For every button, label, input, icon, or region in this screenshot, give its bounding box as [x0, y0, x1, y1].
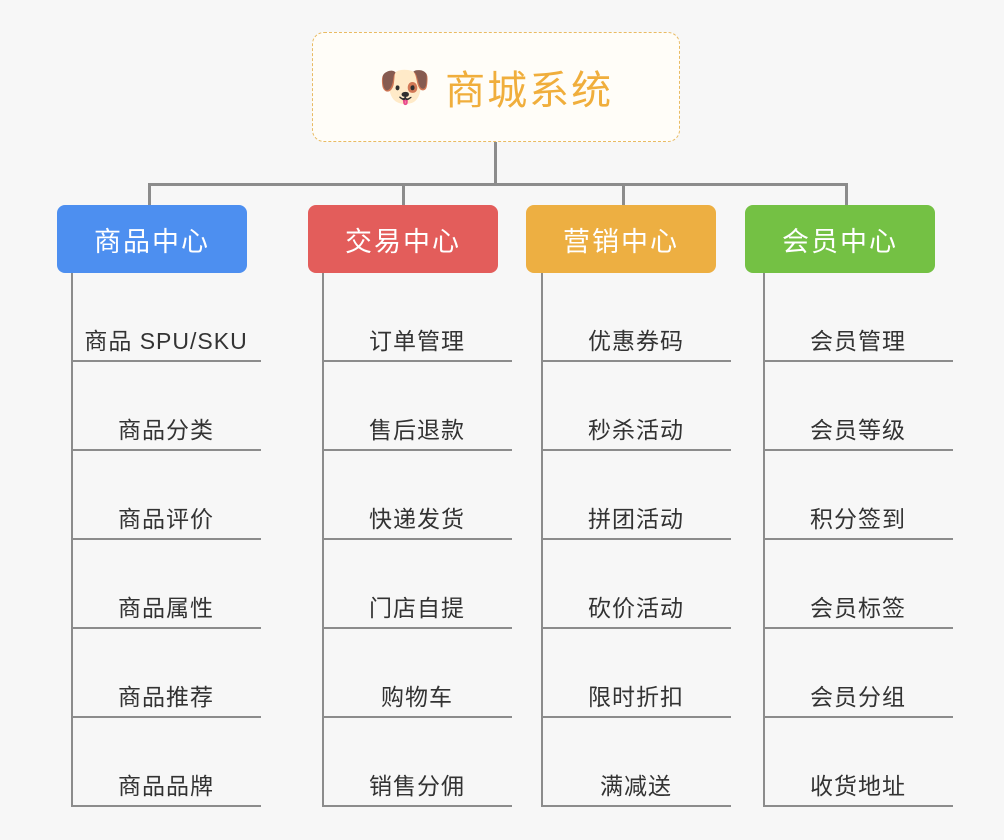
shiba-dog-face-icon: 🐶	[378, 63, 432, 110]
leaf-item[interactable]: 销售分佣	[322, 718, 512, 807]
leaf-label: 限时折扣	[588, 684, 684, 710]
leaf-label: 拼团活动	[588, 506, 684, 532]
leaf-item[interactable]: 会员标签	[763, 540, 953, 629]
leaf-label: 砍价活动	[588, 595, 684, 621]
leaf-item[interactable]: 拼团活动	[541, 451, 731, 540]
connector-spine	[763, 273, 765, 807]
leaf-label: 商品推荐	[118, 684, 214, 710]
leaf-item[interactable]: 商品 SPU/SKU	[71, 273, 261, 362]
connector-drop-1	[148, 183, 151, 207]
leaf-label: 优惠券码	[588, 328, 684, 354]
leaf-label: 售后退款	[369, 417, 465, 443]
branch-label: 交易中心	[345, 226, 461, 257]
leaf-label: 商品评价	[118, 506, 214, 532]
leaf-label: 满减送	[600, 773, 672, 799]
leaf-item[interactable]: 会员等级	[763, 362, 953, 451]
leaf-item[interactable]: 快递发货	[322, 451, 512, 540]
leaf-label: 收货地址	[810, 773, 906, 799]
connector-spine	[322, 273, 324, 807]
connector-drop-4	[845, 183, 848, 207]
leaf-item[interactable]: 商品属性	[71, 540, 261, 629]
leaf-label: 订单管理	[369, 328, 465, 354]
leaf-item[interactable]: 门店自提	[322, 540, 512, 629]
leaf-item[interactable]: 秒杀活动	[541, 362, 731, 451]
branch-label: 会员中心	[782, 226, 898, 257]
leaf-label: 会员管理	[810, 328, 906, 354]
leaf-item[interactable]: 商品分类	[71, 362, 261, 451]
leaf-label: 积分签到	[810, 506, 906, 532]
leaf-label: 秒杀活动	[588, 417, 684, 443]
leaf-label: 快递发货	[369, 506, 465, 532]
connector-spine	[541, 273, 543, 807]
branch-label: 营销中心	[563, 226, 679, 257]
root-title: 商城系统	[445, 69, 614, 113]
leaf-label: 会员等级	[810, 417, 906, 443]
branch-node-product-center[interactable]: 商品中心	[57, 205, 247, 273]
leaf-item[interactable]: 购物车	[322, 629, 512, 718]
leaf-label: 会员标签	[810, 595, 906, 621]
branch-node-trade-center[interactable]: 交易中心	[308, 205, 498, 273]
leaf-label: 商品属性	[118, 595, 214, 621]
leaf-item[interactable]: 订单管理	[322, 273, 512, 362]
leaf-item[interactable]: 砍价活动	[541, 540, 731, 629]
leaf-item[interactable]: 收货地址	[763, 718, 953, 807]
leaf-item[interactable]: 会员管理	[763, 273, 953, 362]
branch-label: 商品中心	[94, 226, 210, 257]
leaf-item[interactable]: 优惠券码	[541, 273, 731, 362]
leaf-label: 购物车	[381, 684, 453, 710]
leaf-item[interactable]: 积分签到	[763, 451, 953, 540]
connector-drop-2	[402, 183, 405, 207]
connector-drop-3	[622, 183, 625, 207]
leaf-label: 会员分组	[810, 684, 906, 710]
leaf-label: 销售分佣	[369, 773, 465, 799]
leaf-label: 门店自提	[369, 595, 465, 621]
branch-node-member-center[interactable]: 会员中心	[745, 205, 935, 273]
leaf-item[interactable]: 售后退款	[322, 362, 512, 451]
root-node[interactable]: 🐶 商城系统	[312, 32, 680, 142]
leaf-label: 商品分类	[118, 417, 214, 443]
leaf-item[interactable]: 会员分组	[763, 629, 953, 718]
leaf-item[interactable]: 商品评价	[71, 451, 261, 540]
connector-spine	[71, 273, 73, 807]
leaf-item[interactable]: 商品品牌	[71, 718, 261, 807]
connector-horizontal-bus	[148, 183, 848, 186]
leaf-label: 商品品牌	[118, 773, 214, 799]
leaf-item[interactable]: 限时折扣	[541, 629, 731, 718]
leaf-item[interactable]: 商品推荐	[71, 629, 261, 718]
leaf-label: 商品 SPU/SKU	[84, 328, 248, 354]
branch-node-marketing-center[interactable]: 营销中心	[526, 205, 716, 273]
connector-root-stem	[494, 142, 497, 185]
leaf-item[interactable]: 满减送	[541, 718, 731, 807]
